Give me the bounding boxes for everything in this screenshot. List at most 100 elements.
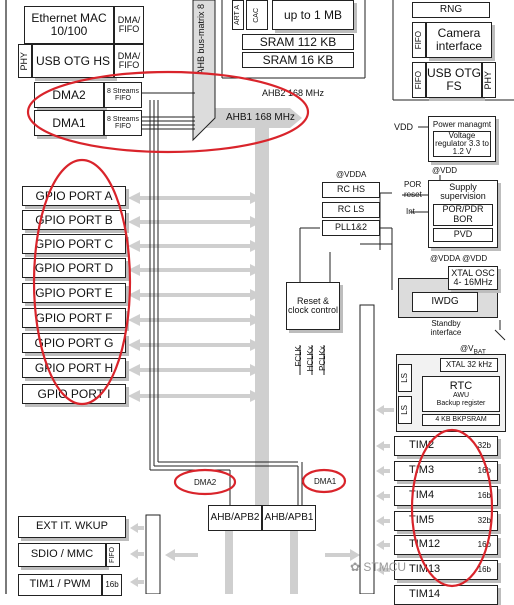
dma1-bridge-label: DMA1 <box>314 477 337 486</box>
timer-tim5: TIM5 32b <box>394 511 498 531</box>
reset-clock-control: Reset & clock control <box>286 282 340 330</box>
watermark: ✿ STMCU <box>350 560 406 574</box>
bkpsram-block: 4 KB BKPSRAM <box>422 414 500 426</box>
sram-112-label: SRAM 112 KB <box>259 34 337 49</box>
por-pdr-label: POR/PDR <box>442 204 484 215</box>
gpio-port-label: GPIO PORT E <box>35 285 113 300</box>
dma1-streams-label: 8 Streams FIFO <box>107 115 139 130</box>
vbat-sub: BAT <box>473 348 486 356</box>
art-accelerator: ART A <box>232 0 244 30</box>
ls-2: LS <box>398 396 412 424</box>
bor-label: BOR <box>453 213 473 224</box>
highlight-dma2-bridge-ellipse <box>173 468 237 496</box>
gpio-port-label: GPIO PORT G <box>34 335 114 350</box>
timer-name: TIM4 <box>409 489 435 502</box>
gpio-port-label: GPIO PORT B <box>35 212 113 227</box>
highlight-dma1-bridge-ellipse <box>301 468 347 494</box>
por-pdr-bor: POR/PDR BOR <box>433 203 493 226</box>
rc-ls-label: RC LS <box>337 204 365 215</box>
ahb-apb1-bridge: AHB/APB1 <box>262 505 316 531</box>
ethernet-dma-fifo: DMA/ FIFO <box>114 6 144 44</box>
camera-fifo: FIFO <box>412 22 426 58</box>
standby-text: Standby interface <box>430 319 462 337</box>
sram-16-label: SRAM 16 KB <box>262 52 334 67</box>
usb-hs-dma-fifo-label: DMA/ FIFO <box>117 50 141 70</box>
dma2-streams: 8 Streams FIFO <box>104 82 142 108</box>
power-management: Power managmt Voltage regulator 3.3 to 1… <box>428 116 496 162</box>
vdd-label: VDD <box>394 122 414 132</box>
highlight-dma-ellipse <box>26 70 310 154</box>
ahb-apb2-label: AHB/APB2 <box>210 511 260 523</box>
ls-1: LS <box>398 364 412 392</box>
ethernet-dma-fifo-label: DMA/ FIFO <box>117 14 141 34</box>
flash-label: up to 1 MB <box>283 7 343 22</box>
usb-hs-phy: PHY <box>18 44 32 78</box>
watermark-icon: ✿ <box>350 560 364 574</box>
standby-label: Standby interface <box>420 319 472 338</box>
awu-label: AWU <box>452 392 470 400</box>
ahb-apb2-bridge: AHB/APB2 <box>208 505 262 531</box>
tim1-bits-label: 16b <box>105 579 119 589</box>
timer-name: TIM12 <box>409 538 441 551</box>
gpio-port-label: GPIO PORT A <box>35 188 113 203</box>
gpio-port-label: GPIO PORT C <box>34 236 114 251</box>
tim1-bits: 16b <box>102 574 122 596</box>
supply-supervision: Supply supervision POR/PDR BOR PVD <box>428 180 498 248</box>
gpio-port-label: GPIO PORT D <box>34 260 114 275</box>
dma2-bridge-label: DMA2 <box>194 478 217 487</box>
gpio-port-a: GPIO PORT A <box>22 186 126 206</box>
timer-name: TIM5 <box>409 514 435 527</box>
xtal-32khz-label: XTAL 32 kHz <box>445 359 493 369</box>
tim1-pwm-label: TIM1 / PWM <box>29 578 91 591</box>
timer-bits: 16b <box>477 539 491 549</box>
ahb1-label: AHB1 168 MHz <box>226 112 295 123</box>
timer-bits: 16b <box>477 564 491 574</box>
camera-interface: Camera interface <box>426 22 492 58</box>
camera-interface-label: Camera interface <box>435 26 483 53</box>
timer-tim12: TIM12 16b <box>394 535 498 555</box>
timer-name: TIM13 <box>409 563 441 576</box>
ahb-apb1-label: AHB/APB1 <box>264 511 314 523</box>
gpio-port-g: GPIO PORT G <box>22 333 126 353</box>
sdio-mmc: SDIO / MMC <box>18 543 106 567</box>
usb-fs-phy: PHY <box>482 62 496 98</box>
usb-otg-fs-label: USB OTG FS <box>427 66 482 93</box>
voltage-regulator: Voltage regulator 3.3 to 1.2 V <box>433 131 491 158</box>
timer-bits: 16b <box>477 465 491 475</box>
usb-otg-hs-label: USB OTG HS <box>35 53 110 68</box>
gpio-port-c: GPIO PORT C <box>22 234 126 254</box>
por-label: POR <box>404 180 422 189</box>
gpio-port-h: GPIO PORT H <box>22 358 126 378</box>
timer-name: TIM2 <box>409 439 435 452</box>
timer-bits: 32b <box>477 515 491 525</box>
sram-112: SRAM 112 KB <box>242 34 354 50</box>
supply-supervision-label: Supply supervision <box>440 182 486 202</box>
timer-bits: 32b <box>477 440 491 450</box>
xtal-osc: XTAL OSC 4- 16MHz <box>448 266 498 290</box>
sram-16: SRAM 16 KB <box>242 52 354 68</box>
sdio-fifo: FIFO <box>106 543 120 567</box>
xtal-osc-label: XTAL OSC 4- 16MHz <box>451 267 495 287</box>
gpio-port-b: GPIO PORT B <box>22 210 126 230</box>
reset-clock-control-label: Reset & clock control <box>287 295 339 315</box>
rng-block: RNG <box>412 2 490 18</box>
dma1-streams: 8 Streams FIFO <box>104 110 142 136</box>
dma2-block: DMA2 <box>34 82 104 108</box>
backup-register-label: Backup register <box>436 399 486 407</box>
vbat-prefix: @V <box>460 344 474 353</box>
gpio-port-label: GPIO PORT F <box>35 310 113 325</box>
sdio-mmc-label: SDIO / MMC <box>30 548 94 561</box>
highlight-gpio-ellipse <box>32 158 132 406</box>
iwdg-block: IWDG <box>412 292 478 312</box>
dma2-label: DMA2 <box>52 87 86 102</box>
cache-block: CAC <box>246 0 268 30</box>
pvd-block: PVD <box>433 227 493 242</box>
watermark-text: STMCU <box>363 560 407 574</box>
gpio-port-e: GPIO PORT E <box>22 283 126 303</box>
xtal-32khz: XTAL 32 kHz <box>440 358 498 372</box>
timer-name: TIM3 <box>409 464 435 477</box>
rtc-label: RTC <box>449 379 473 392</box>
rtc-block: RTC AWU Backup register <box>422 376 500 412</box>
